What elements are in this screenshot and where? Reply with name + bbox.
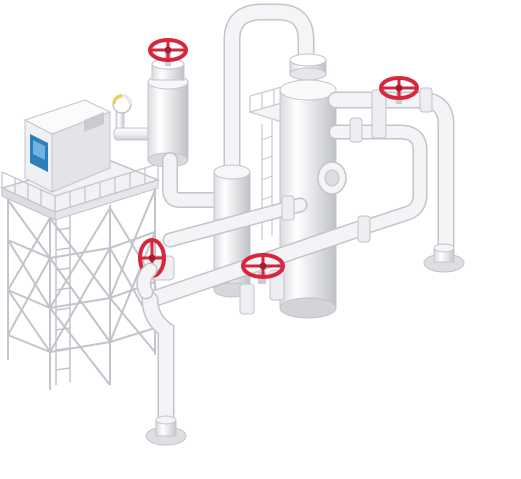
scaffold-ladder [55,213,71,385]
valve-wheel-icon [241,253,285,284]
valve-wheel-icon [138,238,175,281]
control-cabinet-icon [23,99,112,193]
arch-pipe [223,3,315,184]
down-leg-pipe [136,262,175,429]
pipe-support-foot [145,415,187,446]
filter-vessel [147,58,189,168]
pipe-support-foot [423,243,465,273]
scaffold-tower [7,188,156,390]
platform-railing [1,163,159,212]
valve-wheel-icon [148,38,188,66]
pressure-gauge-icon [112,94,155,141]
upper-right-pipe [327,87,455,264]
valve-wheel-icon [379,76,419,104]
lower-manifold [141,195,371,315]
